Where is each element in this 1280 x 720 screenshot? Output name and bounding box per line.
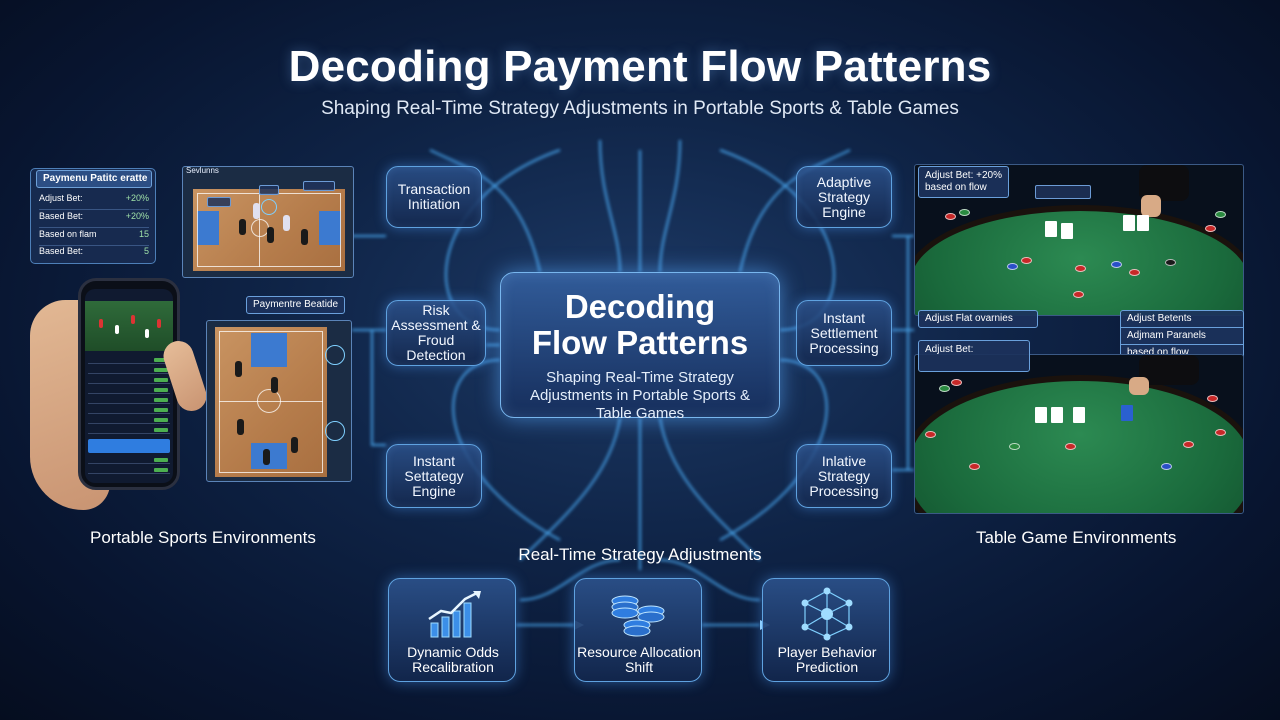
center-title-line2: Flow Patterns <box>531 324 749 361</box>
phone-screen <box>85 289 173 483</box>
info-row-label: Based Bet: <box>39 211 84 221</box>
center-subtitle: Shaping Real-Time Strategy Adjustments i… <box>529 369 751 422</box>
node-adaptive-strategy-engine: Adaptive Strategy Engine <box>796 166 892 228</box>
rising-bar-chart-icon <box>428 591 481 638</box>
info-row-value: 5 <box>143 246 149 256</box>
info-row: Based on flam 15 <box>39 229 149 246</box>
adjustment-card-odds: Dynamic Odds Recalibration <box>388 578 516 682</box>
center-node: Decoding Flow Patterns Shaping Real-Time… <box>500 272 780 422</box>
table-callout-left: Adjust Flat ovarnies <box>918 310 1038 328</box>
info-row-value: +20% <box>125 211 149 221</box>
info-row: Based Bet: +20% <box>39 211 149 228</box>
table-top-overlay: Adjust Bet: +20% based on flow <box>918 166 1009 198</box>
court-callout: Paymentre Beatide <box>246 296 346 314</box>
table-image-top <box>914 164 1244 316</box>
info-row-label: Adjust Bet: <box>39 193 83 203</box>
adjustment-label-resource: Resource Allocation Shift <box>577 644 701 675</box>
phone-field-image <box>85 301 173 351</box>
node-instant-settategy-engine: Instant Settategy Engine <box>386 444 482 508</box>
info-row-value: 15 <box>138 229 149 239</box>
callout-right-line2: Adjmam Paranels <box>1121 328 1243 345</box>
adjustment-card-resource: Resource Allocation Shift <box>574 578 702 682</box>
portable-sports-label: Portable Sports Environments <box>90 528 316 547</box>
info-row: Adjust Bet: +20% <box>39 193 149 210</box>
table-games-label: Table Game Environments <box>976 528 1177 547</box>
callout-right-line3: based on flow <box>1127 347 1189 358</box>
info-row-label: Based Bet: <box>39 246 84 256</box>
page-title: Decoding Payment Flow Patterns <box>288 42 992 91</box>
center-title-line1: Decoding <box>564 288 716 325</box>
callout-right-line1: Adjust Betents <box>1121 311 1243 328</box>
node-instant-settlement: Instant Settlement Processing <box>796 300 892 366</box>
court-image-top <box>182 166 354 278</box>
node-risk-assessment: Risk Assessment & Froud Detection <box>386 300 486 366</box>
adjustments-title: Real-Time Strategy Adjustments <box>518 545 762 564</box>
overlay-line1: Adjust Bet: +20% <box>925 170 1002 181</box>
info-row-value: +20% <box>125 193 149 203</box>
network-brain-icon <box>801 587 853 641</box>
page-subtitle: Shaping Real-Time Strategy Adjustments i… <box>321 98 959 119</box>
chip-stacks-icon <box>611 595 665 637</box>
phone-illustration <box>78 278 180 490</box>
adjustment-card-behavior: Player Behavior Prediction <box>762 578 890 682</box>
overlay-line2: based on flow <box>925 182 987 193</box>
payment-info-title: Paymenu Patitc eratte <box>36 170 152 188</box>
court-top-label: Sevlunns <box>186 166 219 175</box>
court-image-bottom <box>206 320 352 482</box>
info-row: Based Bet: 5 <box>39 246 149 263</box>
table-image-bottom <box>914 354 1244 514</box>
adjustment-label-behavior: Player Behavior Prediction <box>777 644 877 675</box>
node-transaction-initiation: Transaction Initiation <box>386 166 482 228</box>
phone-bet-banner <box>88 439 170 453</box>
info-row-label: Based on flam <box>39 229 97 239</box>
table-callout-right: Adjust Betents Adjmam Paranels based on … <box>1120 310 1244 362</box>
adjustment-label-odds: Dynamic Odds Recalibration <box>407 644 499 675</box>
node-inlative-strategy: Inlative Strategy Processing <box>796 444 892 508</box>
lower-overlay-line1: Adjust Bet: <box>925 344 974 355</box>
table-lower-overlay: Adjust Bet: <box>918 340 1030 372</box>
